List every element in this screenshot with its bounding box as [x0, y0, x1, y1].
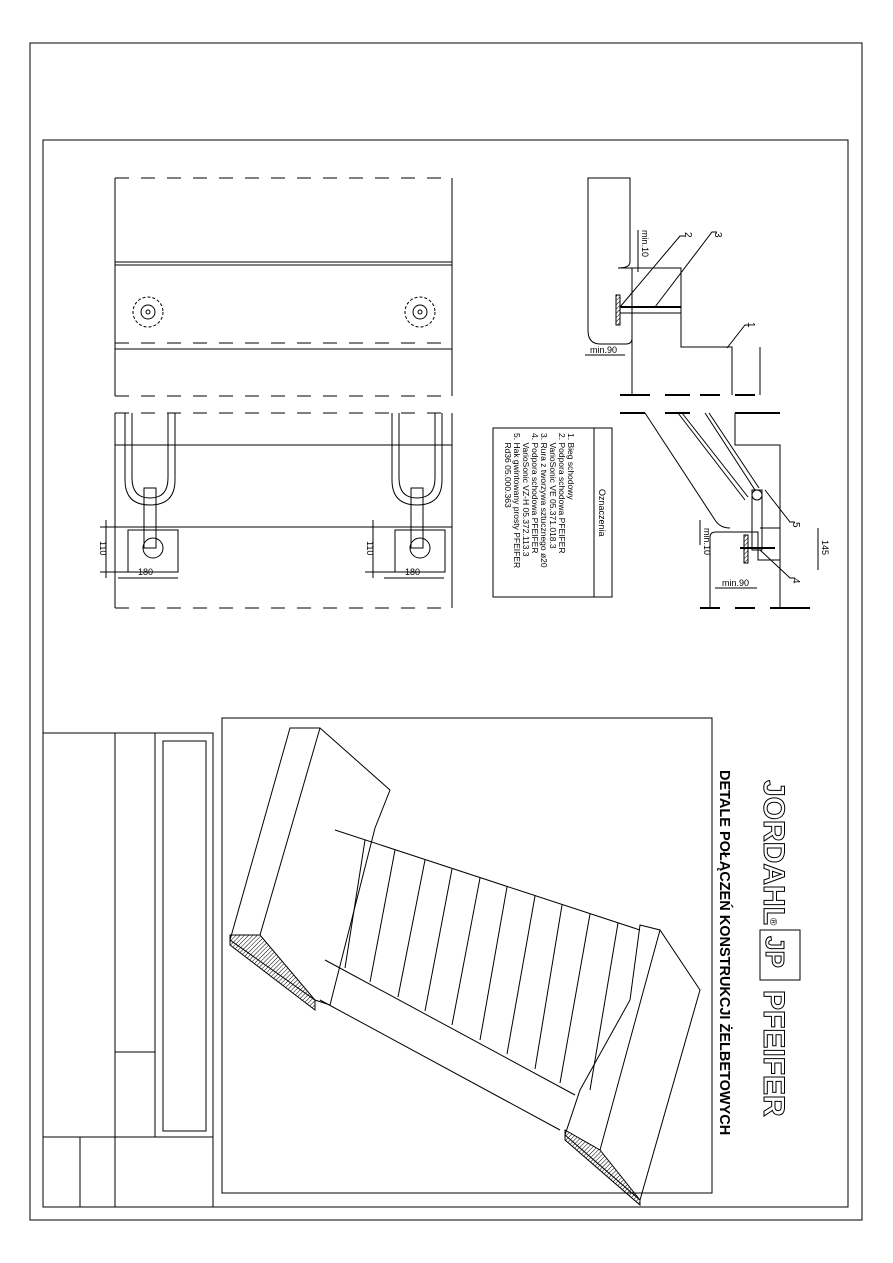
legend: Oznaczenia 1. Bieg schodowy 2. Podpora s… [492, 427, 613, 598]
legend-line: 5. Hak gwintowany prosty PFEIFER [512, 433, 522, 568]
legend-line: Rd36 05.000.363 [503, 433, 513, 508]
anchor-symbol-left [132, 296, 164, 328]
dim-min10-bottom: min.10 [702, 528, 712, 555]
legend-line: VarioSonic VZ-H 05.372.113.3 [521, 433, 531, 557]
dim-110-left: 110 [98, 541, 108, 555]
logo-jp: JP [760, 936, 790, 968]
logo-pfeifer: PFEIFER [757, 990, 790, 1117]
dim-145: 145 [820, 540, 830, 555]
plan-view-bottom: 110 110 180 180 [98, 412, 453, 609]
inner-frame [42, 139, 849, 1208]
dim-min10-top: min.10 [640, 230, 650, 257]
legend-line: VarioSonic VE 05.371.018.3 [548, 433, 558, 549]
logo-jordahl: JORDAHL [757, 780, 790, 925]
callout-4: 4 [790, 578, 801, 584]
legend-title: Oznaczenia [597, 489, 607, 537]
logo-jp-box [759, 929, 801, 981]
outer-border [29, 42, 863, 1221]
legend-line: 3. Rura z tworzywa sztucznego ø20 [539, 433, 549, 568]
callout-5: 5 [790, 522, 801, 528]
anchor-symbol-right [404, 296, 436, 328]
legend-line: 2. Podpora schodowa PFEIFER [557, 433, 567, 553]
dim-110-right: 110 [365, 541, 375, 555]
stair-isometric [221, 717, 713, 1207]
drawing-title: DETALE POŁĄCZEŃ KONSTRUKCJI ŻELBETOWYCH [716, 770, 733, 1135]
logo-registered: ® [767, 918, 778, 926]
dim-180-left: 180 [138, 567, 153, 577]
callout-2: 2 [682, 232, 693, 238]
title-block [42, 732, 214, 1208]
legend-line: 4. Podpora schodowa PFEIFER [530, 433, 540, 553]
callout-1: 1 [745, 322, 756, 328]
dim-180-right: 180 [405, 567, 420, 577]
legend-line: 1. Bieg schodowy [566, 433, 576, 500]
plan-view-top [114, 177, 453, 397]
logo: JORDAHL ® JP PFEIFER [757, 780, 801, 1118]
dim-min90-top: min.90 [590, 345, 617, 355]
callout-3: 3 [712, 232, 723, 238]
dim-min90-bottom: min.90 [722, 578, 749, 588]
section-view: 2 3 1 5 4 min.10 min.90 min.10 min.90 14… [585, 177, 830, 609]
